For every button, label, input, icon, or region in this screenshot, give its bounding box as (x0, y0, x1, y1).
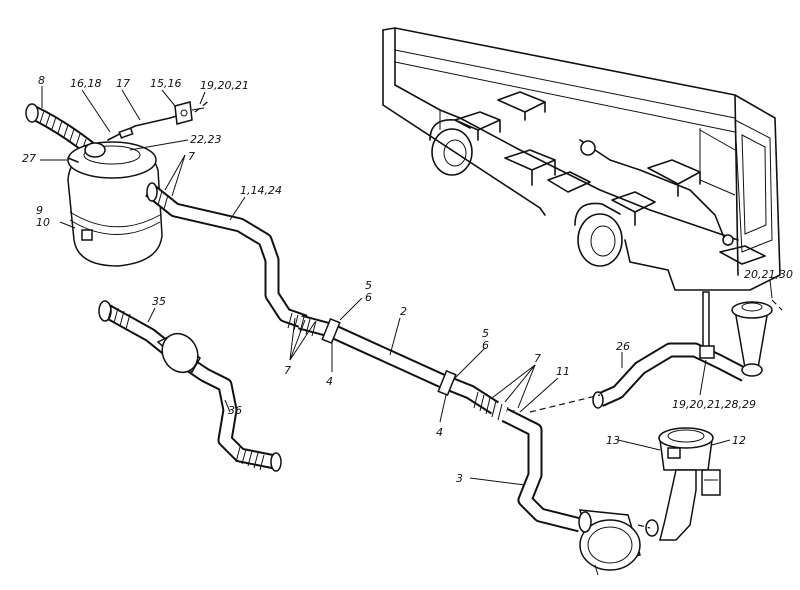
pipe-26-air-filter (529, 291, 783, 413)
label-11: 11 (556, 365, 570, 378)
label-7a: 7 (188, 150, 195, 163)
label-10: 10 (36, 216, 50, 229)
label-8: 8 (38, 74, 45, 87)
label-35: 35 (152, 295, 166, 308)
label-4b: 4 (436, 426, 443, 439)
label-19-20-21-28-29: 19,20,21,28,29 (672, 398, 756, 411)
label-4a: 4 (326, 375, 333, 388)
silencer-unit (25, 99, 211, 267)
label-6a: 6 (365, 291, 372, 304)
label-7c: 7 (534, 352, 541, 365)
label-3: 3 (456, 472, 463, 485)
label-26: 26 (616, 340, 630, 353)
label-20-21-30: 20,21,30 (744, 268, 793, 281)
label-22-23: 22,23 (190, 133, 222, 146)
label-1-14-24: 1,14,24 (240, 184, 282, 197)
label-12: 12 (732, 434, 746, 447)
label-9: 9 (36, 204, 43, 217)
label-36: 36 (228, 404, 242, 417)
pipe-36 (98, 300, 282, 472)
label-6b: 6 (482, 339, 489, 352)
label-2: 2 (400, 305, 407, 318)
pipe-3 (501, 408, 659, 576)
label-5b: 5 (482, 327, 489, 340)
label-16-18: 16,18 (70, 77, 102, 90)
callout-labels: 8 16,18 17 15,16 19,20,21 22,23 27 7 9 1… (22, 74, 793, 485)
label-13: 13 (606, 434, 620, 447)
bus-illustration (382, 27, 781, 291)
tailpipe-unit (658, 427, 721, 541)
leader-lines (40, 86, 773, 486)
label-15-16: 15,16 (150, 77, 182, 90)
label-7b: 7 (284, 364, 291, 377)
label-5a: 5 (365, 279, 372, 292)
label-19-20-21: 19,20,21 (200, 79, 249, 92)
pipe-1 (145, 182, 308, 330)
pipe-2 (287, 312, 515, 427)
label-27: 27 (22, 152, 36, 165)
label-17: 17 (116, 77, 130, 90)
